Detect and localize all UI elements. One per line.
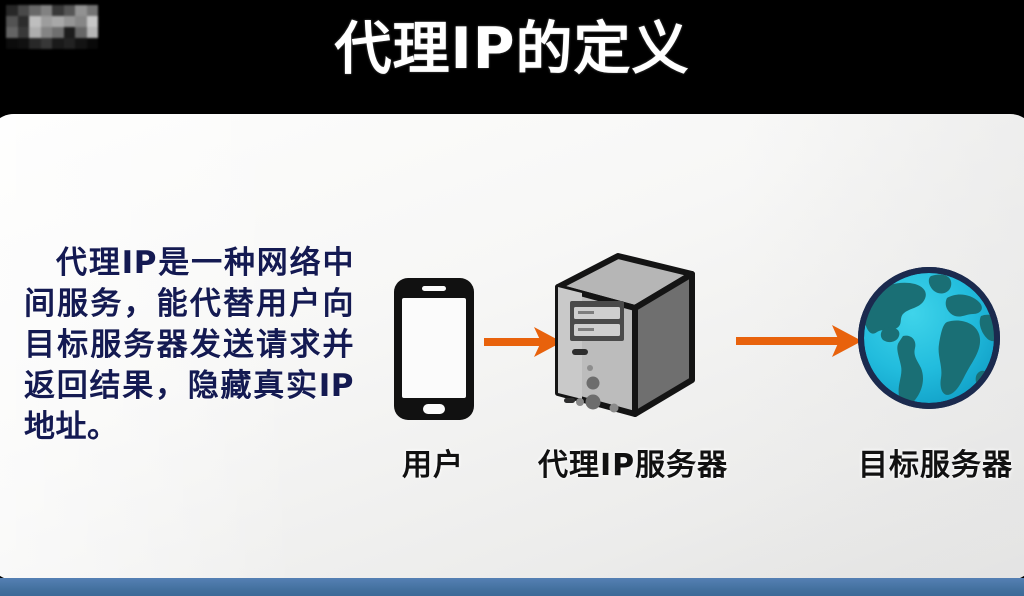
censored-watermark-icon bbox=[6, 5, 98, 49]
page-title: 代理IP的定义 bbox=[334, 16, 690, 82]
bottom-blue-strip bbox=[0, 578, 1024, 596]
node-label-target: 目标服务器 bbox=[858, 448, 1013, 483]
smartphone-icon bbox=[394, 278, 474, 420]
node-label-proxy: 代理IP服务器 bbox=[538, 448, 729, 483]
arrow-proxy-to-target-icon bbox=[736, 325, 862, 357]
globe-icon bbox=[858, 267, 1000, 409]
definition-paragraph: 代理IP是一种网络中间服务，能代替用户向目标服务器发送请求并返回结果，隐藏真实I… bbox=[24, 245, 354, 445]
title-bar: 代理IP的定义 bbox=[0, 0, 1024, 116]
arrow-user-to-proxy-icon bbox=[484, 327, 562, 357]
server-tower-icon bbox=[555, 253, 695, 417]
node-label-user: 用户 bbox=[402, 448, 464, 483]
